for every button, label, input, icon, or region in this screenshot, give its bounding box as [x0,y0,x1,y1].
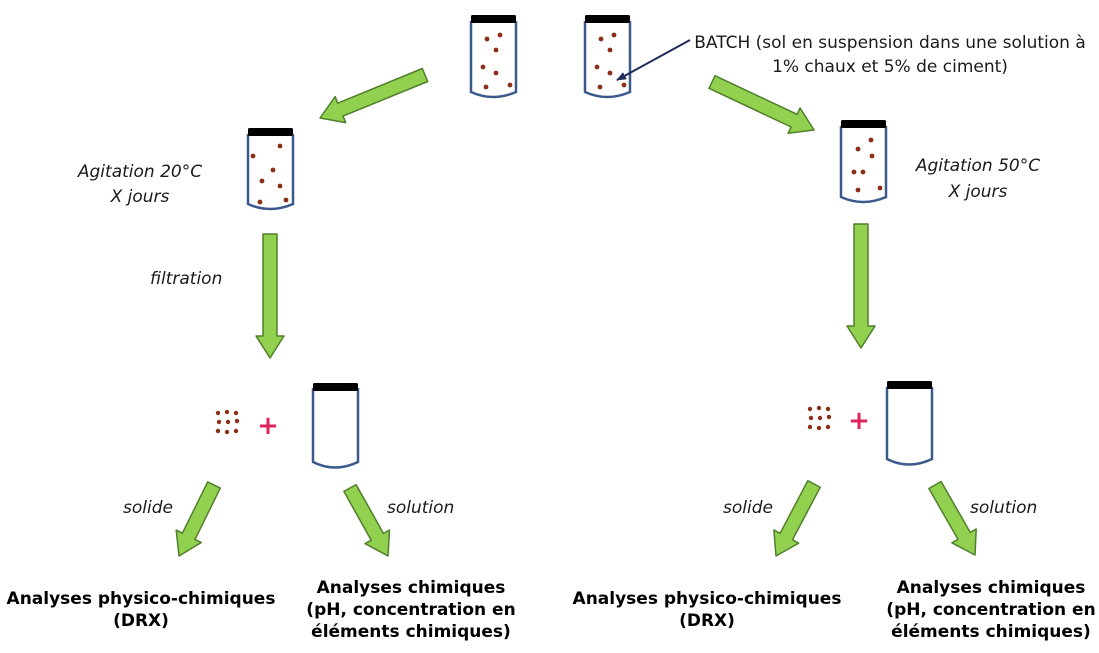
solution-tube-right [885,381,934,466]
agitation-temp-right: Agitation 50°C [915,156,1041,176]
solid-particles-right [807,405,832,431]
result-solution-left: Analyses chimiques (pH, concentration en… [304,577,518,643]
plus-sign-right: + [848,406,870,436]
plus-sign-left: + [257,411,279,441]
batch-tube-left [469,15,518,99]
arrow-to-agitation-left [319,67,429,124]
result-solid-right-line1: Analyses physico-chimiques [572,589,842,609]
batch-label-line2: 1% chaux et 5% de ciment) [772,57,1008,77]
agitation-temp-left: Agitation 20°C [77,162,203,182]
arrow-solution-right [928,480,977,556]
batch-label: BATCH (sol en suspension dans une soluti… [685,31,1095,79]
solid-particles-left [215,409,240,435]
result-solution-left-line3: éléments chimiques) [311,622,511,642]
arrow-down-right [846,223,876,349]
solution-label-right: solution [970,498,1038,518]
batch-pointer-arrow [616,39,691,81]
result-solid-left: Analyses physico-chimiques (DRX) [0,588,282,632]
filtration-label: filtration [150,269,223,289]
result-solution-right-line1: Analyses chimiques [896,578,1086,598]
agitation-tube-right [839,120,888,204]
flow-arrows [175,67,977,557]
arrow-solide-right [773,479,821,557]
arrow-filtration-left [255,233,285,359]
arrow-to-agitation-right [708,74,815,135]
solide-label-right: solide [723,498,773,518]
agitation-label-right: Agitation 50°C X jours [878,153,1078,205]
result-solution-left-line1: Analyses chimiques [316,578,506,598]
batch-label-line1: BATCH (sol en suspension dans une soluti… [694,33,1086,53]
agitation-label-left: Agitation 20°C X jours [40,160,240,210]
agitation-tube-left [246,128,295,211]
solution-label-left: solution [387,498,455,518]
result-solid-right-line2: (DRX) [679,611,735,631]
result-solution-right: Analyses chimiques (pH, concentration en… [884,577,1098,643]
agitation-days-right: X jours [948,182,1008,202]
arrow-solution-left [343,483,391,557]
result-solid-left-line1: Analyses physico-chimiques [6,589,276,609]
result-solution-right-line2: (pH, concentration en [886,600,1096,620]
batch-tube-right [583,15,632,99]
result-solid-right: Analyses physico-chimiques (DRX) [566,588,848,632]
solide-label-left: solide [123,498,173,518]
solution-tube-left [311,383,360,469]
agitation-days-left: X jours [110,187,170,207]
arrow-solide-left [175,481,222,557]
result-solid-left-line2: (DRX) [113,611,169,631]
result-solution-right-line3: éléments chimiques) [891,622,1091,642]
result-solution-left-line2: (pH, concentration en [306,600,516,620]
